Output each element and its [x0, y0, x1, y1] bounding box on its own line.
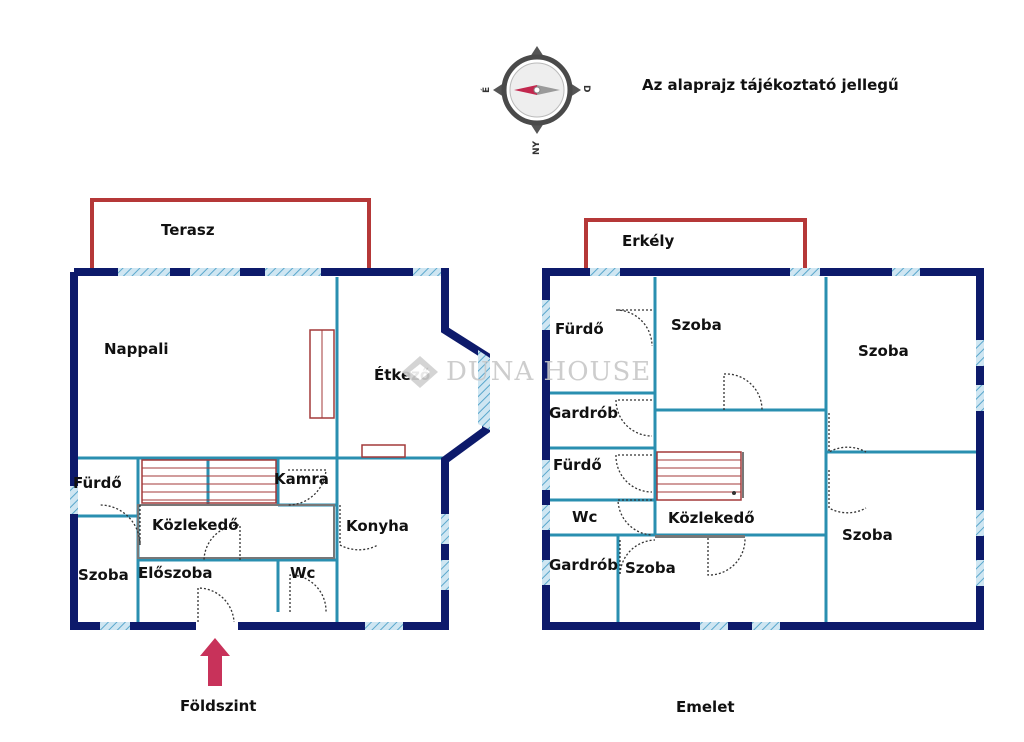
entrance-arrow — [200, 638, 230, 686]
ground-inner-walls — [78, 277, 445, 622]
room-kozlekedo-upper: Közlekedő — [668, 509, 755, 527]
balcony-label: Erkély — [622, 232, 675, 250]
room-gardrob-2: Gardrób — [549, 556, 618, 574]
ground-outer-walls — [70, 268, 490, 630]
balcony-outline — [584, 218, 807, 272]
upper-stairs — [656, 451, 742, 501]
room-szoba-3: Szoba — [842, 526, 893, 544]
watermark-text: DUNA HOUSE — [446, 357, 651, 387]
compass-west-label: É — [480, 87, 492, 93]
compass-east-label: D — [581, 85, 591, 92]
compass-south-label: NY — [532, 140, 542, 155]
room-konyha: Konyha — [346, 517, 409, 535]
upper-floor-plan: Erkély Fürdő Szoba Szoba Gardrób Fürdő W… — [542, 218, 984, 716]
ground-floor-plan: Terasz Nappali Étkező Fürdő Kamra Közlek… — [70, 198, 490, 715]
kitchen-counter — [361, 444, 406, 458]
room-gardrob-1: Gardrób — [549, 404, 618, 422]
room-szoba-4: Szoba — [625, 559, 676, 577]
ground-doors — [99, 469, 379, 623]
room-wc-upper: Wc — [572, 508, 597, 526]
watermark-logo: DUNA HOUSE — [402, 356, 651, 388]
ground-stairs — [141, 459, 277, 504]
room-wc: Wc — [290, 564, 315, 582]
room-nappali: Nappali — [104, 340, 169, 358]
room-kamra: Kamra — [274, 470, 329, 488]
compass-needle-north — [514, 85, 537, 95]
terrace-outline — [90, 198, 371, 272]
upper-doors — [615, 309, 867, 576]
room-kozlekedo: Közlekedő — [152, 516, 239, 534]
compass-needle-south — [537, 85, 560, 95]
ground-floor-title: Földszint — [180, 697, 256, 715]
room-szoba-2: Szoba — [858, 342, 909, 360]
room-szoba-1: Szoba — [671, 316, 722, 334]
entrance-opening — [196, 622, 238, 630]
room-furdo-2: Fürdő — [553, 456, 602, 474]
room-furdo-1: Fürdő — [555, 320, 604, 338]
ground-windows — [70, 268, 490, 630]
room-szoba: Szoba — [78, 566, 129, 584]
upper-windows — [542, 268, 984, 630]
room-furdo: Fürdő — [73, 474, 122, 492]
upper-inner-walls — [549, 277, 980, 626]
room-eloszoba: Előszoba — [138, 564, 213, 582]
disclaimer-text: Az alaprajz tájékoztató jellegű — [642, 76, 899, 94]
terrace-label: Terasz — [161, 221, 215, 239]
compass-rose: É D NY — [480, 46, 591, 155]
upper-floor-title: Emelet — [676, 698, 735, 716]
